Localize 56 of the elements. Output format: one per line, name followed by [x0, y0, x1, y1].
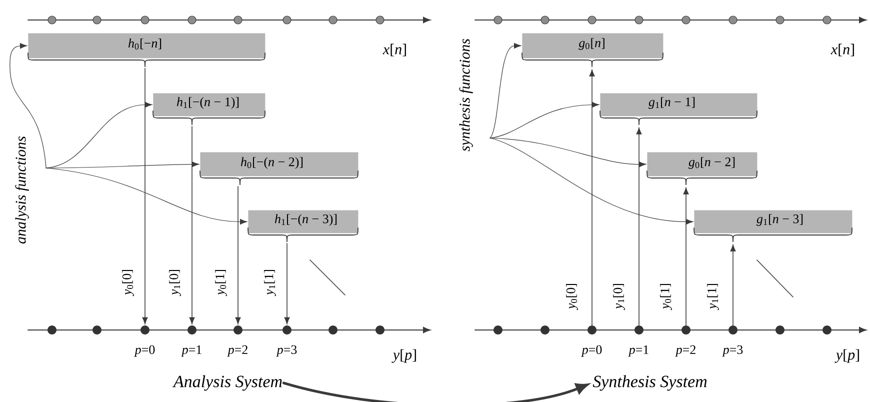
arrow [282, 382, 588, 402]
sample-dot [588, 326, 596, 334]
arrow [46, 162, 200, 168]
filter-box: g$_{0}$[n − 2] [646, 152, 758, 186]
arrow [189, 126, 195, 324]
arrow [10, 43, 46, 168]
tick-label: p=1 [181, 345, 202, 357]
edge-label: y$_{0}$[1] [215, 270, 227, 296]
edge-label: y$_{0}$[0] [566, 284, 578, 310]
filter-box: g$_{1}$[n − 3] [694, 210, 852, 242]
sample-dot [188, 326, 196, 334]
tick-label: p=3 [722, 345, 743, 357]
filter-box: g$_{1}$[n − 1] [600, 93, 758, 126]
system-title: Synthesis System [592, 375, 707, 391]
filter-box: h$_{1}$[−(n − 1)] [152, 93, 266, 126]
edge-label: y$_{0}$[1] [660, 284, 672, 310]
arrow [235, 186, 241, 324]
filter-box: h$_{0}$[−n] [28, 33, 266, 68]
edge-label: y$_{1}$[0] [613, 284, 625, 310]
arrow [284, 243, 290, 324]
filter-box: h$_{1}$[−(n − 3)] [248, 210, 358, 242]
tick-label: p=0 [134, 345, 155, 357]
axis-label: x[n] [830, 44, 854, 56]
arrow [683, 188, 689, 326]
axis-label: y[p] [392, 349, 416, 363]
edge-label: y$_{0}$[0] [122, 270, 134, 296]
sample-dot [634, 326, 644, 334]
sample-dot [682, 326, 690, 334]
arrow [636, 128, 642, 326]
rotated-label: synthesis functions [459, 39, 473, 152]
filter-box: h$_{0}$[−(n − 2)] [200, 152, 358, 186]
axis-label: y[p] [834, 349, 859, 363]
arrow [490, 43, 522, 138]
arrow [46, 168, 248, 225]
arrow [490, 138, 694, 225]
edge-label: y$_{1}$[1] [707, 284, 719, 310]
sample-dot [282, 326, 292, 334]
arrow [730, 244, 736, 326]
rotated-label: analysis functions [15, 136, 29, 244]
edge-label: y$_{1}$[0] [169, 270, 181, 296]
tick-label: p=1 [628, 345, 648, 357]
sample-dot [140, 326, 150, 334]
arrow [490, 138, 646, 168]
edge-label: y$_{1}$[1] [264, 270, 276, 296]
filter-box: g$_{0}$[n] [522, 33, 664, 68]
system-title: Analysis System [172, 375, 282, 391]
tick-label: p=0 [581, 345, 602, 357]
arrow [142, 68, 148, 324]
sample-dot [728, 326, 738, 334]
axis-label: x[n] [382, 44, 406, 56]
tick-label: p=3 [276, 345, 297, 357]
sample-dot [234, 326, 242, 334]
tick-label: p=2 [675, 345, 696, 357]
arrow [490, 102, 600, 138]
arrow [589, 70, 595, 326]
tick-label: p=2 [227, 345, 248, 357]
